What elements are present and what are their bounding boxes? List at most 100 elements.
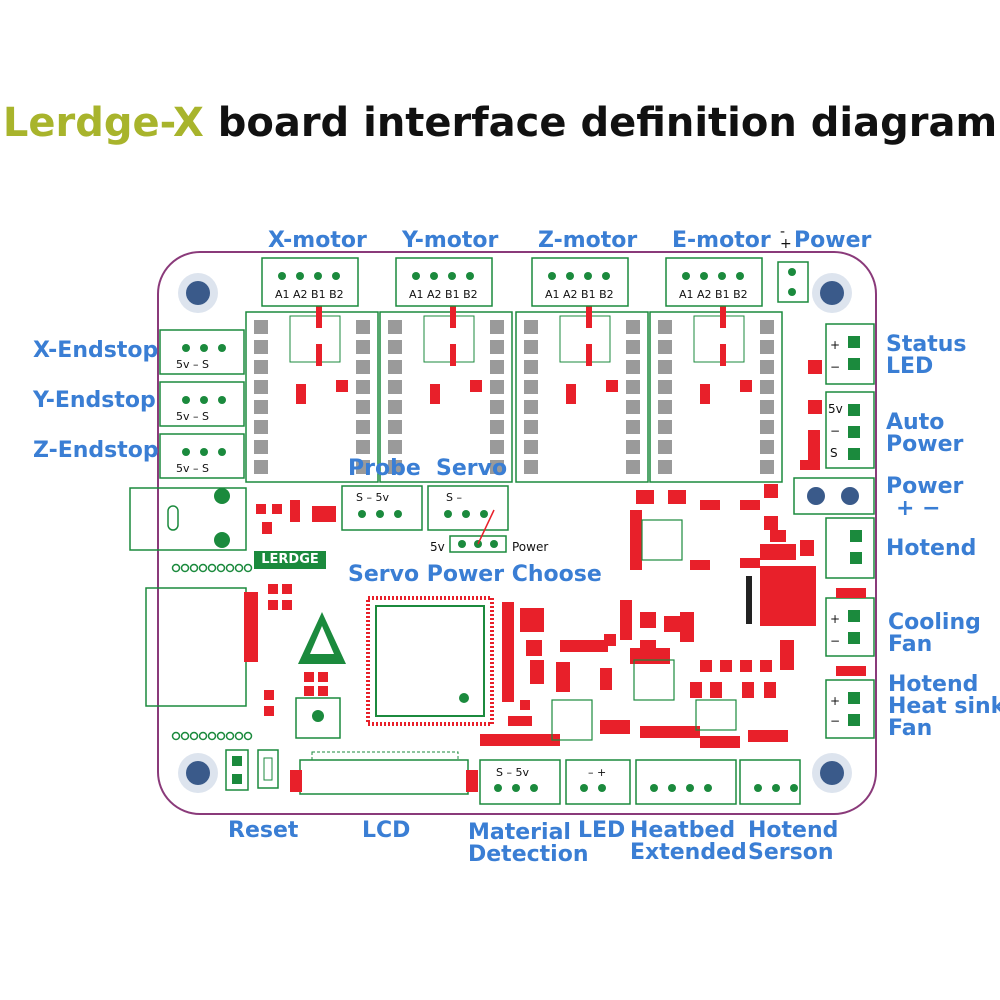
probe-servo-pin (358, 510, 366, 518)
header-pin (490, 360, 504, 374)
smd-pad (480, 734, 560, 746)
motor-pin (682, 272, 690, 280)
driver-socket (649, 311, 783, 483)
smd-pad (304, 686, 314, 696)
cooling-fan-plus: + (830, 612, 841, 626)
smd-pad (680, 612, 694, 642)
header-pin (388, 380, 402, 394)
x-endstop-label: X-Endstop (33, 338, 159, 363)
bottom-pin (512, 784, 520, 792)
material-label-1: Material (468, 820, 571, 845)
driver-chip (693, 315, 745, 363)
header-hole (225, 731, 235, 741)
header-pin (254, 400, 268, 414)
header-hole (189, 731, 199, 741)
x-motor-pins: A1 A2 B1 B2 (275, 288, 344, 301)
header-hole (180, 731, 190, 741)
header-hole (171, 563, 181, 573)
motor-pin (332, 272, 340, 280)
z-motor-pins: A1 A2 B1 B2 (545, 288, 614, 301)
title-rest: board interface definition diagram (203, 100, 998, 146)
hotend-sensor-label-1: Hotend (748, 818, 839, 843)
header-hole (225, 563, 235, 573)
hotend-label: Hotend (886, 536, 977, 561)
header-pin (490, 340, 504, 354)
endstop-pin (200, 448, 208, 456)
smd-pad (470, 380, 482, 392)
smd-pad (808, 400, 822, 414)
heatsink-fan-minus: − (830, 714, 841, 728)
mounting-holes (178, 273, 852, 793)
header-pin (626, 460, 640, 474)
smd-pad (720, 306, 726, 328)
motor-connectors (261, 257, 809, 307)
smd-pad (640, 640, 656, 656)
cooling-fan-label-1: Cooling (888, 610, 981, 635)
header-pin (658, 340, 672, 354)
right-pin (848, 336, 860, 348)
probe-servo-connector (427, 485, 509, 531)
heatbed-label-2: Extended (630, 840, 747, 865)
probe-servo-pin (444, 510, 452, 518)
header-pin (490, 440, 504, 454)
mcu-chip (366, 596, 494, 726)
smd-pad (520, 608, 544, 632)
power-pin (788, 268, 796, 276)
smd-pad (566, 384, 576, 404)
motor-pin (602, 272, 610, 280)
header-pin (658, 400, 672, 414)
heatsink-fan-label-3: Fan (888, 716, 933, 741)
lcd-label: LCD (362, 818, 411, 843)
header-pin (760, 460, 774, 474)
header-pin (658, 360, 672, 374)
smd-pad (668, 490, 686, 504)
right-pin (848, 610, 860, 622)
motor-driver-sockets (245, 306, 783, 483)
smd-pad (664, 616, 680, 632)
smd-pad (630, 510, 642, 570)
ic-outline (633, 659, 675, 701)
smd-pad (262, 522, 272, 534)
smd-pad (836, 588, 866, 598)
lerdge-logo: LERDGE (254, 551, 326, 569)
header-pin (626, 380, 640, 394)
title-brand: Lerdge-X (2, 100, 204, 146)
bottom-pin (650, 784, 658, 792)
header-pin (760, 320, 774, 334)
y-motor-label: Y-motor (402, 228, 499, 253)
header-pin (254, 440, 268, 454)
smd-pad (282, 584, 292, 594)
smd-pad (710, 682, 722, 698)
status-led-label-1: Status (886, 332, 967, 357)
smd-pad (556, 662, 570, 692)
header-pin (356, 400, 370, 414)
diagram-title: Lerdge-X board interface definition diag… (0, 100, 1000, 146)
endstop-pin (218, 396, 226, 404)
header-hole (198, 731, 208, 741)
x-motor-label: X-motor (268, 228, 367, 253)
header-pin (658, 420, 672, 434)
header-pin (524, 440, 538, 454)
header-pin (388, 340, 402, 354)
probe-servo-pin (462, 510, 470, 518)
header-hole (234, 563, 244, 573)
header-pin (490, 420, 504, 434)
esd-warning-icon (298, 612, 346, 664)
smd-pad (764, 682, 776, 698)
status-led-minus: − (830, 360, 841, 374)
header-pin (388, 440, 402, 454)
header-pin (626, 420, 640, 434)
right-connector (825, 323, 875, 385)
pin-headers (171, 563, 253, 741)
header-pin (388, 320, 402, 334)
ic-outline (695, 699, 737, 731)
z-endstop-label: Z-Endstop (33, 438, 159, 463)
endstop-pin (182, 448, 190, 456)
smd-pad (530, 660, 544, 684)
header-pin (388, 460, 402, 474)
motor-pin (296, 272, 304, 280)
heatbed-label-1: Heatbed (630, 818, 736, 843)
led-label: LED (578, 818, 626, 843)
smd-pad (520, 700, 530, 710)
